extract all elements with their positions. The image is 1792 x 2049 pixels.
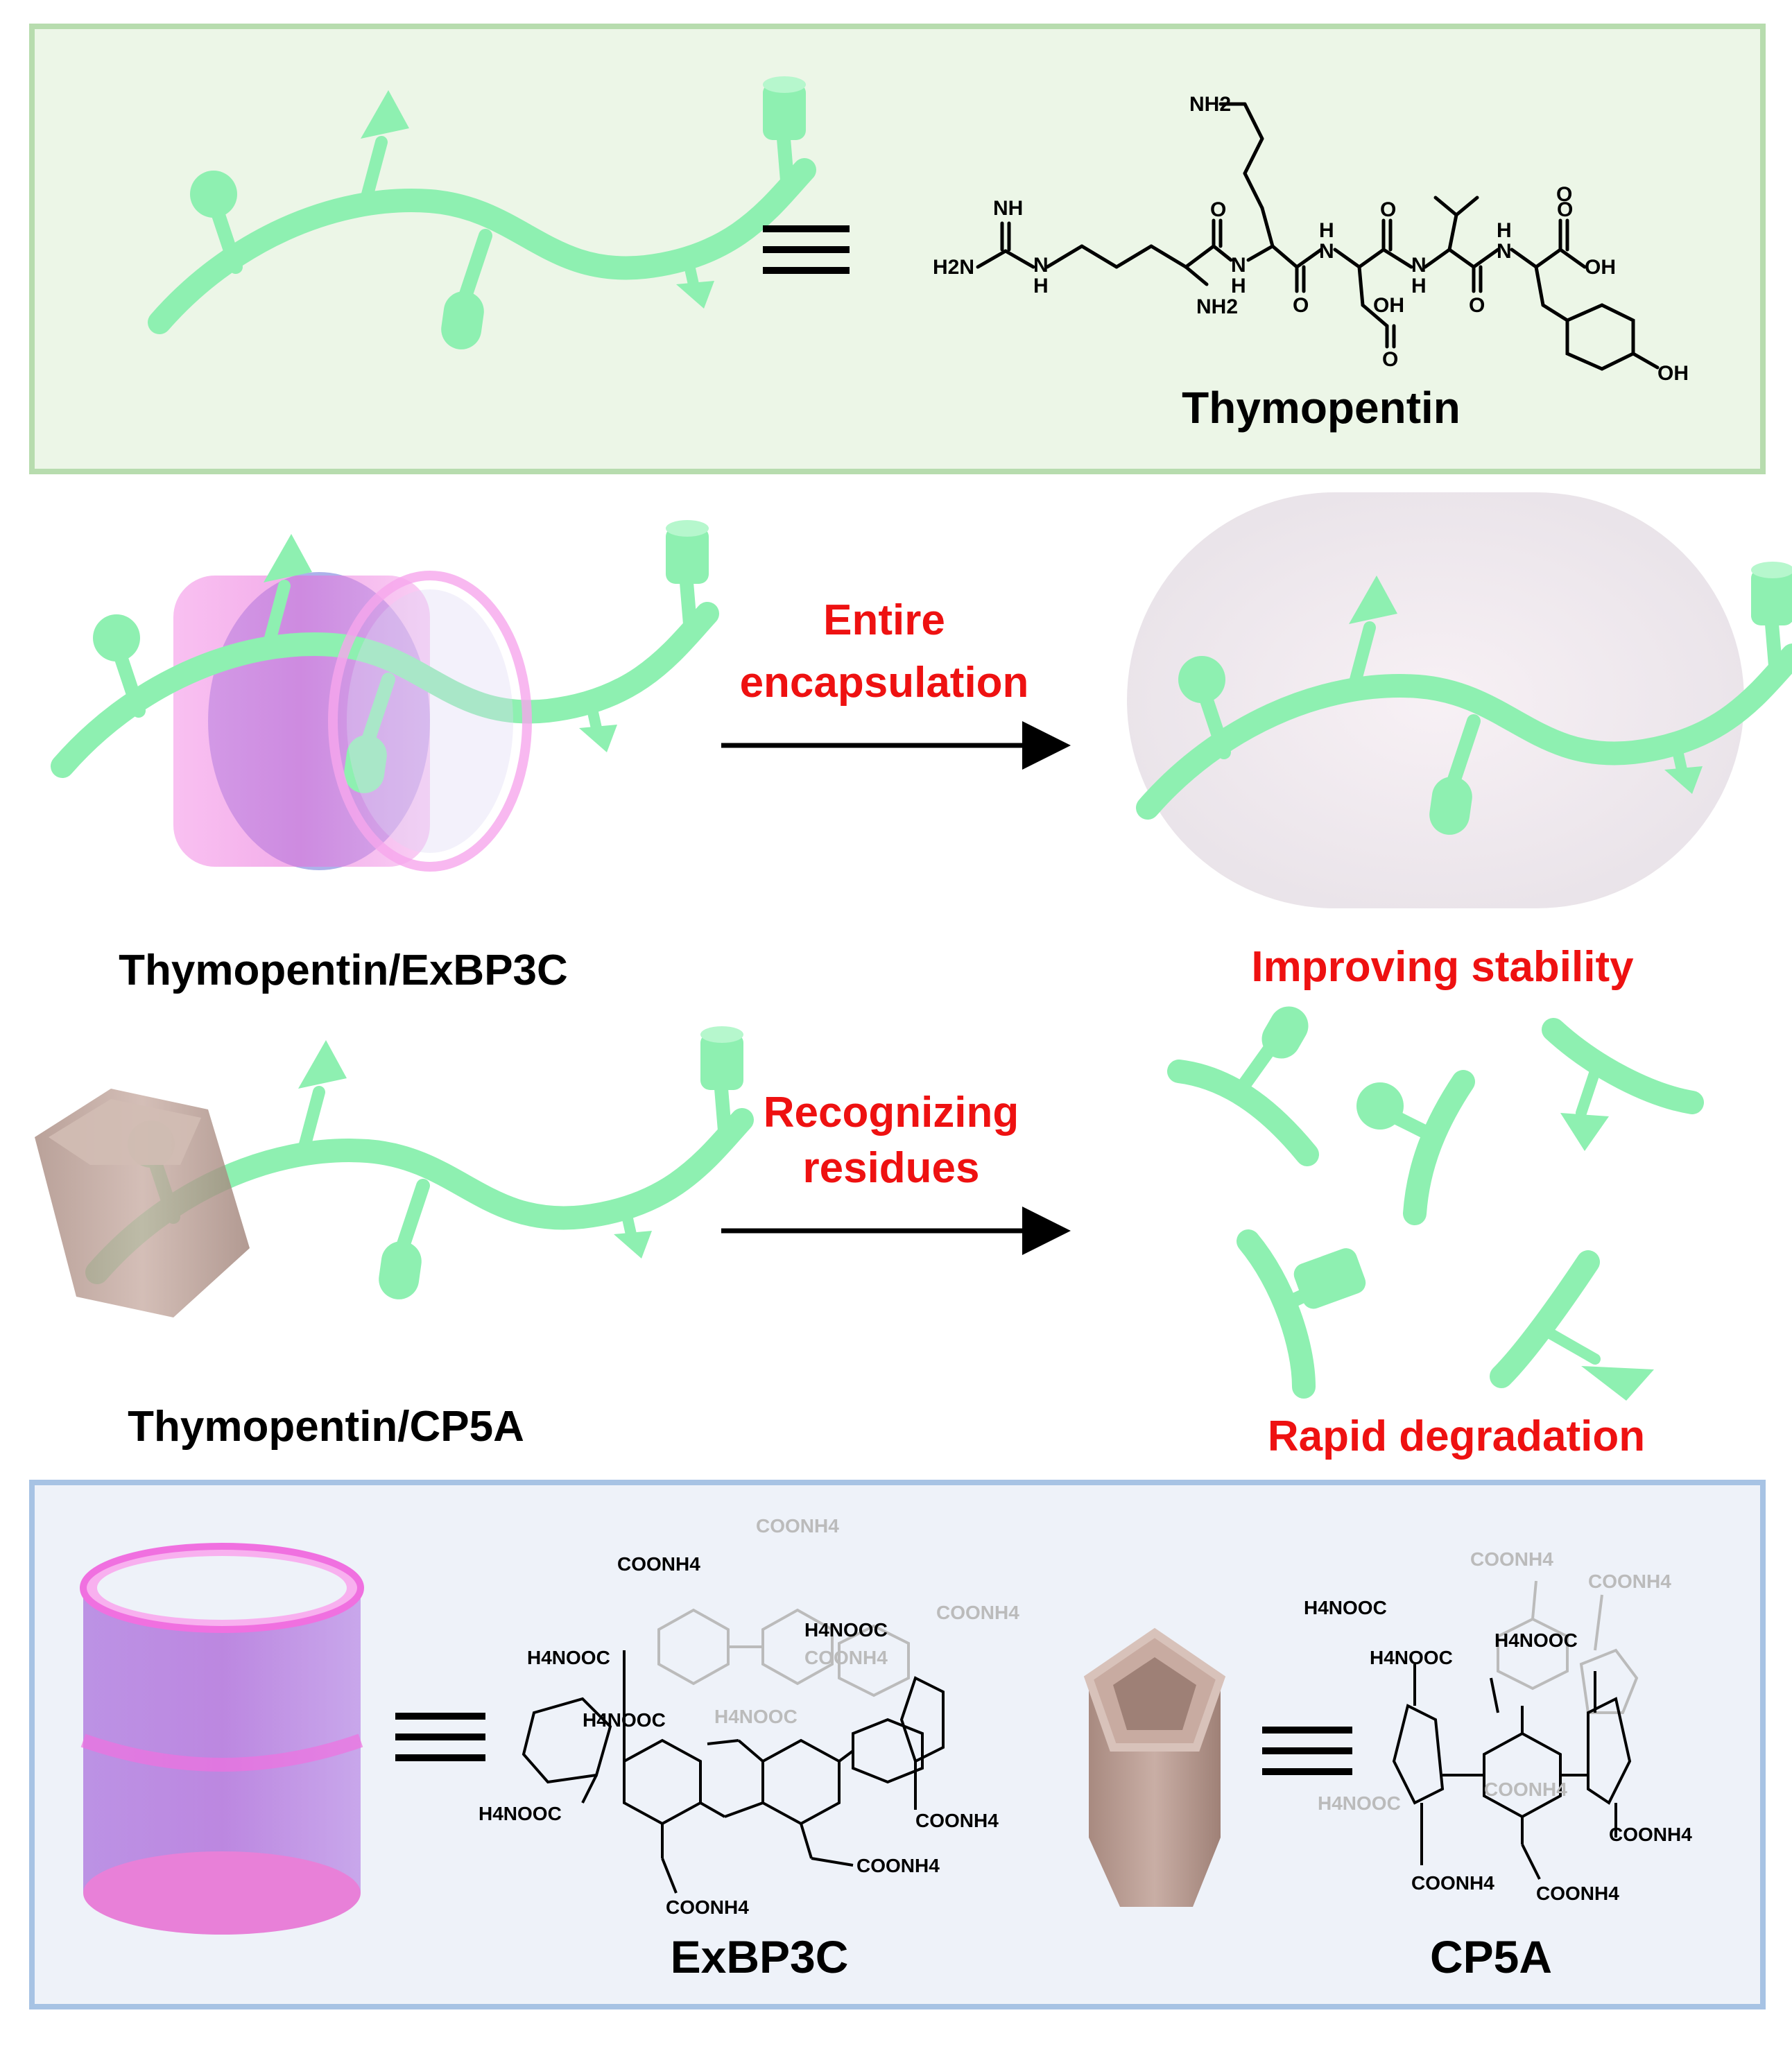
cp5a-structure <box>1392 1580 1639 1880</box>
exbp3c-group-6: H4NOOC <box>714 1706 798 1727</box>
cp5a-group-1: COONH4 <box>1470 1548 1553 1570</box>
atom-o-4: O <box>1469 294 1485 317</box>
equivalence-sign-exbp3c <box>395 1713 485 1761</box>
exbp3c-group-2: COONH4 <box>617 1553 700 1575</box>
result1-label: Improving stability <box>1251 943 1634 991</box>
arrow1-label-line2: encapsulation <box>740 659 1029 707</box>
atom-h-1: H <box>1231 275 1246 297</box>
atom-nh2-top: NH2 <box>1189 93 1231 116</box>
cp5a-label: CP5A <box>1430 1931 1552 1982</box>
exbp3c-ring-icon <box>80 1543 364 1935</box>
exbp3c-group-8: H4NOOC <box>479 1803 562 1824</box>
atom-oh-asp: OH <box>1373 294 1404 317</box>
cp5a-group-8: COONH4 <box>1609 1824 1692 1845</box>
cp5a-group-5: H4NOOC <box>1370 1647 1453 1668</box>
equivalence-sign-cp5a <box>1262 1727 1352 1775</box>
atom-o-asp: O <box>1382 348 1398 371</box>
exbp3c-groups: COONH4 COONH4 COONH4 H4NOOC H4NOOC H4NOO… <box>479 1515 1019 1918</box>
cp5a-group-7: COONH4 <box>1484 1779 1567 1800</box>
cp5a-complex-cartoon <box>35 1026 743 1317</box>
atom-o-1: O <box>1210 198 1226 221</box>
cp5a-group-9: COONH4 <box>1411 1872 1494 1894</box>
atom-h-2: H <box>1319 219 1334 242</box>
cp5a-group-10: COONH4 <box>1536 1883 1619 1904</box>
encapsulated-peptide <box>1127 492 1792 908</box>
arrow1-label-line1: Entire <box>823 596 945 644</box>
exbp3c-group-11: COONH4 <box>666 1896 749 1918</box>
atom-o-2: O <box>1293 294 1309 317</box>
atom-h-left: H <box>1033 275 1049 297</box>
exbp3c-group-4: H4NOOC <box>804 1619 888 1641</box>
thymopentin-label: Thymopentin <box>1182 383 1461 433</box>
exbp3c-group-9: COONH4 <box>915 1810 999 1831</box>
exbp3c-structure <box>522 1608 945 1894</box>
thymopentin-atoms: NH2 NH H2N N H NH2 O N H O N H O OH O N … <box>933 93 1689 385</box>
exbp3c-group-12: COONH4 <box>804 1647 888 1668</box>
atom-h-3: H <box>1411 275 1427 297</box>
cp5a-pillar-icon <box>1083 1627 1226 1907</box>
exbp3c-group-1: COONH4 <box>756 1515 839 1537</box>
exbp3c-group-5: H4NOOC <box>527 1647 610 1668</box>
atom-h-4: H <box>1497 219 1512 242</box>
cp5a-group-6: H4NOOC <box>1318 1792 1401 1814</box>
exbp3c-complex-cartoon <box>62 520 709 872</box>
arrow2-label-line1: Recognizing <box>764 1089 1019 1136</box>
atom-o-5: O <box>1557 198 1573 221</box>
cp5a-groups: COONH4 COONH4 H4NOOC H4NOOC H4NOOC H4NOO… <box>1304 1548 1692 1904</box>
atom-n-3: N <box>1411 254 1427 277</box>
atom-nh2-low: NH2 <box>1196 295 1238 318</box>
thymopentin-panel <box>29 24 1766 474</box>
exbp3c-label: ExBP3C <box>671 1931 849 1982</box>
thymopentin-structure <box>976 102 1660 371</box>
atom-n-left: N <box>1033 254 1049 277</box>
atom-n-4: N <box>1497 240 1512 263</box>
equivalence-sign-top <box>763 225 850 274</box>
atom-o-3: O <box>1380 198 1396 221</box>
atom-n-1: N <box>1231 254 1246 277</box>
cp5a-complex-label: Thymopentin/CP5A <box>128 1403 524 1451</box>
atom-oh-acid: OH <box>1585 256 1616 279</box>
exbp3c-group-3: COONH4 <box>936 1602 1019 1623</box>
arrow2-label-line2: residues <box>802 1144 979 1192</box>
cp5a-group-4: H4NOOC <box>1494 1629 1578 1651</box>
cp5a-group-3: H4NOOC <box>1304 1597 1387 1618</box>
exbp3c-complex-label: Thymopentin/ExBP3C <box>119 946 568 994</box>
atom-oh-phenol: OH <box>1657 362 1689 385</box>
exbp3c-group-10: COONH4 <box>856 1855 940 1876</box>
atom-h2n: H2N <box>933 256 974 279</box>
degraded-fragments <box>1167 1006 1704 1401</box>
cp5a-group-2: COONH4 <box>1588 1571 1671 1592</box>
atom-o-6: O <box>1556 183 1572 206</box>
result2-label: Rapid degradation <box>1268 1412 1645 1460</box>
atom-n-2: N <box>1319 240 1334 263</box>
atom-nh-guanidine: NH <box>993 197 1023 220</box>
exbp3c-group-7: H4NOOC <box>583 1709 666 1731</box>
